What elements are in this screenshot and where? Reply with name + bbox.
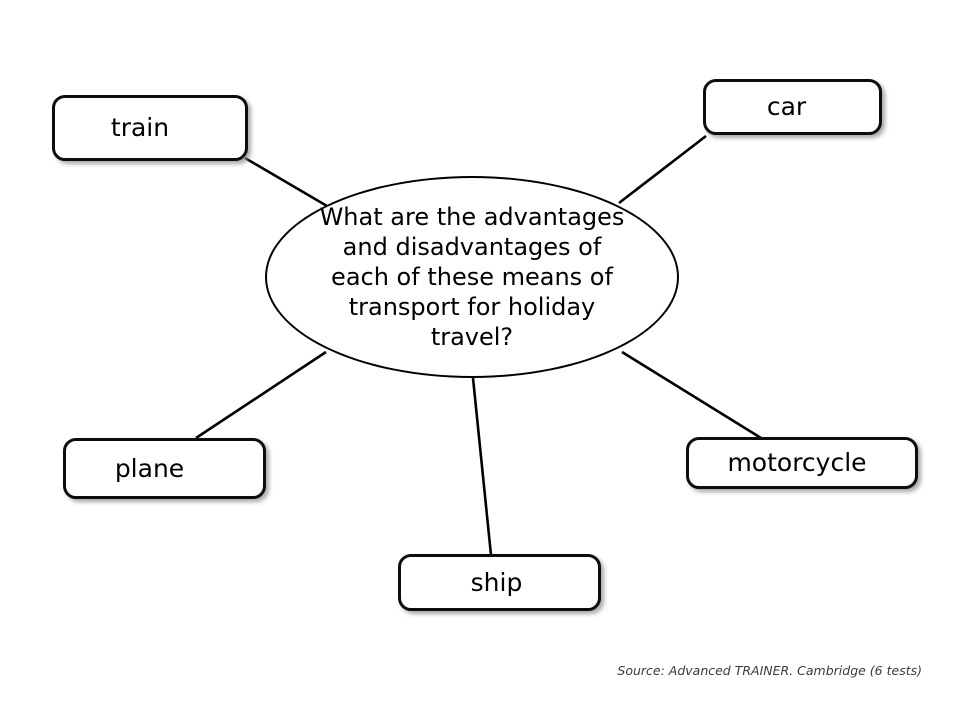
node-ship-label: ship xyxy=(470,567,523,597)
node-car[interactable]: car xyxy=(703,79,882,135)
connector-central-to-car xyxy=(618,134,707,205)
node-train-label: train xyxy=(110,113,170,142)
node-plane-label: plane xyxy=(114,453,185,483)
central-topic-node[interactable]: What are the advantages and disadvantage… xyxy=(265,176,679,378)
node-car-label: car xyxy=(766,92,807,121)
node-ship[interactable]: ship xyxy=(398,554,601,611)
connector-central-to-motorcycle xyxy=(621,350,762,440)
node-motorcycle[interactable]: motorcycle xyxy=(686,437,918,489)
node-train[interactable]: train xyxy=(52,95,248,161)
node-plane[interactable]: plane xyxy=(63,438,266,499)
connector-central-to-plane xyxy=(195,350,327,440)
connector-central-to-ship xyxy=(471,377,493,556)
node-motorcycle-label: motorcycle xyxy=(727,448,867,477)
connector-central-to-train xyxy=(244,156,328,208)
ellipse-shape xyxy=(265,176,679,378)
central-topic-text: What are the advantages and disadvantage… xyxy=(319,203,625,351)
source-caption: Source: Advanced TRAINER. Cambridge (6 t… xyxy=(617,663,922,678)
